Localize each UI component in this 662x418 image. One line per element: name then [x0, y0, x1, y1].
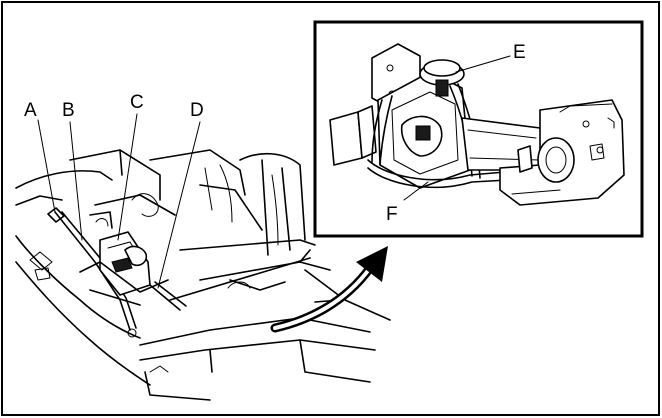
callout-leader-a [37, 119, 56, 213]
callout-leader-b [69, 121, 83, 241]
callout-f: F [386, 204, 398, 225]
callout-e: E [513, 42, 526, 63]
callout-a: A [24, 100, 37, 121]
callout-leader-e [455, 55, 511, 73]
callout-c: C [130, 92, 144, 113]
callout-leader-d [157, 121, 201, 289]
callout-leader-f [403, 181, 429, 201]
curved-arrow-icon [270, 246, 388, 333]
jack-detail-inset [313, 20, 644, 238]
cargo-area-scene [15, 149, 391, 401]
callout-b: B [62, 100, 75, 121]
callout-leader-c [117, 113, 138, 241]
callout-d: D [190, 100, 204, 121]
